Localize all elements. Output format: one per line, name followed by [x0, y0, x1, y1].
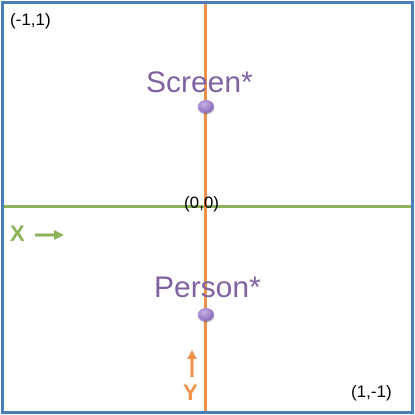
up-arrow-icon	[187, 350, 197, 377]
x-axis-label: X	[10, 221, 25, 246]
y-axis-label: Y	[183, 380, 198, 405]
person-point-label: Person*	[154, 271, 261, 304]
y-axis-line	[204, 4, 207, 411]
origin-coordinate-label: (0,0)	[184, 193, 219, 212]
screen-point-label: Screen*	[146, 66, 253, 99]
x-axis-line	[4, 205, 411, 208]
top-left-coordinate-label: (-1,1)	[10, 10, 51, 29]
right-arrow-icon	[35, 230, 64, 240]
screen-point-marker	[198, 100, 214, 113]
person-point-marker	[198, 308, 214, 321]
bottom-right-coordinate-label: (1,-1)	[351, 382, 392, 401]
